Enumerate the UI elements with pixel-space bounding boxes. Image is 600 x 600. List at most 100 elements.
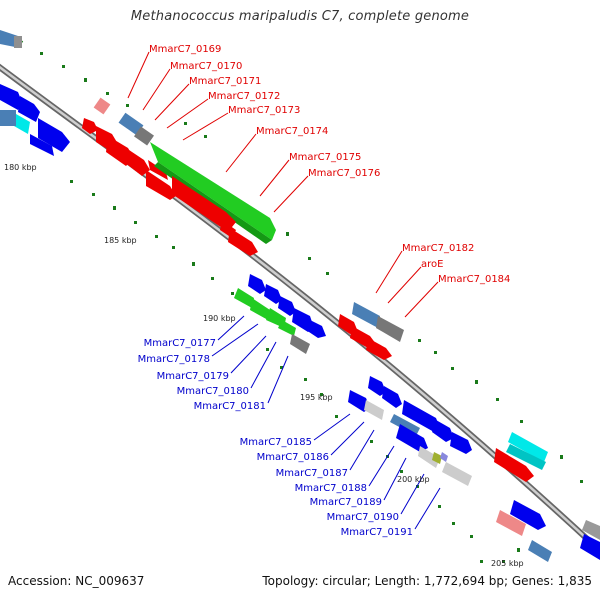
- cluster-middle: [234, 274, 326, 354]
- gene-arrow-red: [124, 148, 150, 176]
- tick-mark: [434, 351, 437, 354]
- leader-line: [368, 445, 395, 487]
- gene-label[interactable]: MmarC7_0181: [194, 401, 266, 412]
- gene-arrow-blue: [580, 534, 600, 560]
- cluster-right-middle: [338, 302, 404, 360]
- gene-label[interactable]: MmarC7_0171: [189, 76, 261, 87]
- gene-label[interactable]: MmarC7_0189: [310, 497, 382, 508]
- gene-arrow-red: [82, 118, 98, 134]
- gene-label[interactable]: MmarC7_0188: [295, 483, 367, 494]
- tick-label: 190 kbp: [203, 314, 236, 323]
- leader-line: [330, 421, 365, 456]
- gene-feature-steelblue: [528, 540, 552, 562]
- gene-label[interactable]: MmarC7_0169: [149, 44, 221, 55]
- gene-feature-green: [234, 288, 254, 308]
- tick-mark: [280, 366, 283, 369]
- gene-feature-green: [278, 320, 296, 336]
- tick-mark: [496, 398, 499, 401]
- tick-mark: [480, 560, 483, 563]
- leader-line: [259, 159, 290, 197]
- gene-arrow-blue: [264, 284, 282, 304]
- tick-mark: [320, 393, 323, 396]
- cluster-top: [82, 97, 276, 256]
- gene-arrow-blue: [432, 420, 454, 442]
- tick-mark: [184, 122, 187, 125]
- leader-line: [154, 83, 190, 121]
- gene-feature-gray: [134, 126, 154, 146]
- gene-arrow-red: [228, 228, 258, 256]
- leader-line: [375, 250, 403, 294]
- tick-labels: 180 kbp 185 kbp 190 kbp 195 kbp 200 kbp …: [4, 163, 524, 568]
- gene-label[interactable]: MmarC7_0178: [138, 354, 210, 365]
- gene-label[interactable]: MmarC7_0176: [308, 168, 380, 179]
- gene-arrow-red: [148, 160, 168, 180]
- tick-mark: [204, 135, 207, 138]
- leader-line: [383, 457, 407, 501]
- leader-line: [414, 487, 441, 530]
- tick-mark: [126, 104, 129, 107]
- genome-title: Methanococcus maripaludis C7, complete g…: [130, 9, 470, 24]
- gene-label[interactable]: MmarC7_0172: [208, 91, 280, 102]
- gene-arrow-red: [494, 448, 534, 482]
- gene-feature-gray: [14, 36, 22, 48]
- blue-leader-lines: [211, 315, 441, 530]
- gene-feature-cyan: [14, 114, 30, 134]
- blue-gene-labels: MmarC7_0177 MmarC7_0178 MmarC7_0179 Mmar…: [138, 338, 413, 538]
- leader-line: [211, 323, 259, 357]
- tick-mark: [113, 206, 116, 210]
- gene-label[interactable]: MmarC7_0185: [240, 437, 312, 448]
- gene-feature-cyan: [508, 432, 548, 462]
- gene-feature-lightgray: [418, 446, 440, 468]
- gene-label[interactable]: MmarC7_0177: [144, 338, 216, 349]
- gene-label[interactable]: MmarC7_0174: [256, 126, 328, 137]
- genome-summary-text: Topology: circular; Length: 1,772,694 bp…: [262, 574, 592, 588]
- leader-line: [225, 133, 257, 173]
- gene-label[interactable]: MmarC7_0170: [170, 61, 242, 72]
- gene-arrow-blue: [450, 432, 472, 454]
- red-leader-lines: [127, 51, 439, 318]
- tick-mark: [106, 92, 109, 95]
- leader-line: [267, 355, 289, 404]
- tick-mark: [84, 78, 87, 82]
- gene-feature-lightgray: [442, 462, 472, 486]
- gene-label[interactable]: MmarC7_0175: [289, 152, 361, 163]
- gene-feature-cyan-dark: [506, 444, 546, 470]
- leader-line: [182, 112, 229, 141]
- gene-feature-gray: [376, 316, 404, 342]
- tick-mark: [370, 440, 373, 443]
- tick-marks: [18, 39, 583, 563]
- gene-feature-pink: [496, 510, 526, 536]
- leader-line: [142, 68, 171, 111]
- gene-label[interactable]: aroE: [421, 259, 443, 270]
- leader-line: [400, 473, 425, 515]
- tick-mark: [400, 470, 403, 473]
- gene-arrow-blue: [248, 274, 266, 294]
- leader-line: [230, 335, 267, 374]
- tick-mark: [192, 262, 195, 266]
- gene-label[interactable]: MmarC7_0179: [157, 371, 229, 382]
- leader-line: [273, 175, 309, 213]
- tick-mark: [62, 65, 65, 68]
- gene-label[interactable]: MmarC7_0186: [257, 452, 329, 463]
- gene-label[interactable]: MmarC7_0184: [438, 274, 510, 285]
- gene-label[interactable]: MmarC7_0191: [341, 527, 413, 538]
- gene-arrow-red: [172, 176, 236, 232]
- tick-mark: [451, 367, 454, 370]
- leader-line: [166, 98, 209, 129]
- tick-mark: [475, 380, 478, 384]
- gene-feature-gray: [290, 334, 310, 354]
- gene-label[interactable]: MmarC7_0173: [228, 105, 300, 116]
- tick-mark: [452, 522, 455, 525]
- gene-label[interactable]: MmarC7_0187: [276, 468, 348, 479]
- tick-mark: [304, 378, 307, 381]
- gene-feature-steelblue: [0, 110, 16, 126]
- gene-label[interactable]: MmarC7_0190: [327, 512, 399, 523]
- gene-label[interactable]: MmarC7_0180: [177, 386, 249, 397]
- gene-feature-green: [150, 142, 276, 240]
- gene-feature-pink: [93, 97, 111, 115]
- tick-mark: [155, 235, 158, 238]
- tick-mark: [40, 52, 43, 55]
- gene-label[interactable]: MmarC7_0182: [402, 243, 474, 254]
